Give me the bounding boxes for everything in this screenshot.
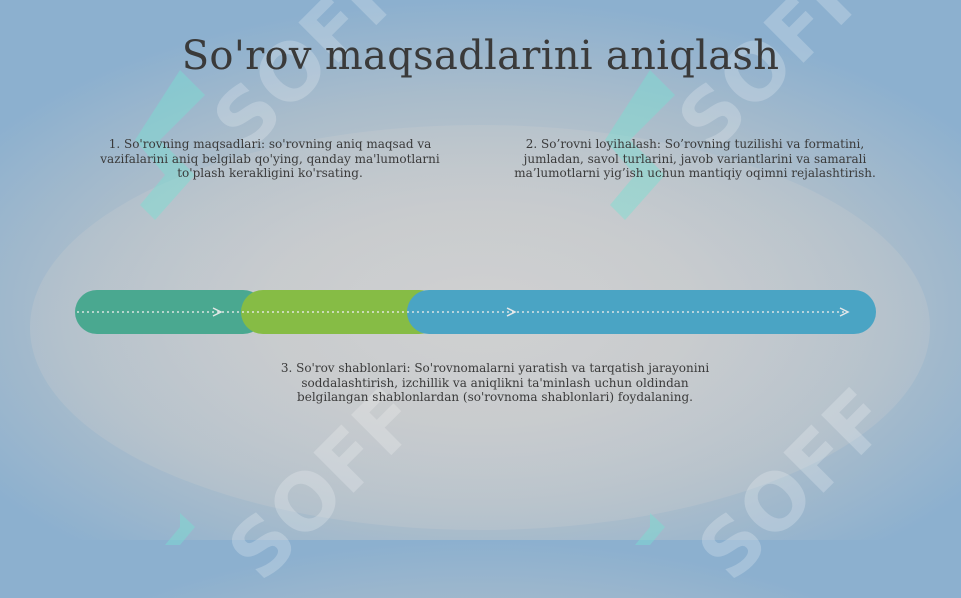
- arrow-right-icon: [839, 307, 850, 317]
- watermark-logo-icon: [605, 70, 675, 220]
- watermark-logo-icon: [165, 513, 195, 545]
- arrow-right-icon: [212, 307, 223, 317]
- point-2-text: 2. So’rovni loyihalash: So’rovning tuzil…: [514, 137, 876, 180]
- timeline-bar: [75, 290, 876, 334]
- point-1-text: 1. So'rovning maqsadlari: so'rovning ani…: [100, 137, 440, 180]
- watermark-logo-icon: [135, 70, 205, 220]
- slide-title: So'rov maqsadlarini aniqlash: [181, 33, 780, 79]
- point-3-text: 3. So'rov shablonlari: So'rovnomalarni y…: [280, 361, 710, 404]
- timeline-arrow-line: [77, 307, 850, 317]
- arrow-right-icon: [506, 307, 517, 317]
- slide: SOFF SOFF SOFF SOFF So'rov maqsadlarini …: [30, 33, 930, 545]
- watermark-logo-icon: [635, 513, 665, 545]
